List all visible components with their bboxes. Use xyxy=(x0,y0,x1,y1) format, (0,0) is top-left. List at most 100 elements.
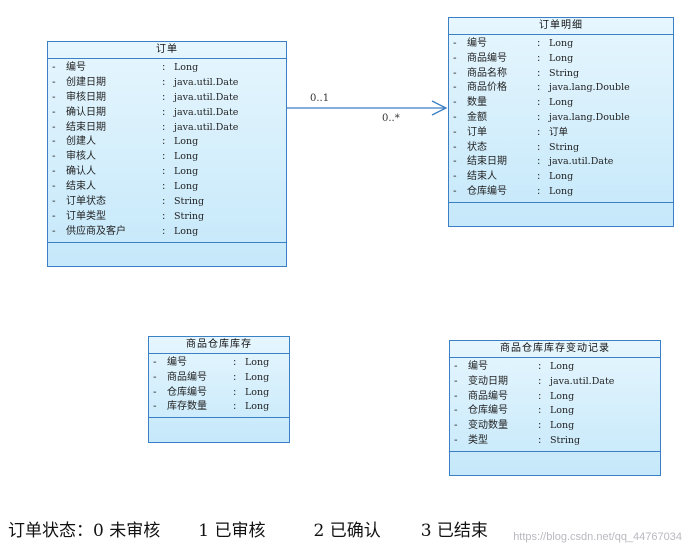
attribute-name: 变动日期 xyxy=(468,375,508,387)
attribute-row: -编号:Long xyxy=(52,61,286,76)
attribute-name: 订单 xyxy=(467,126,487,138)
attribute-type: java.util.Date xyxy=(174,91,239,103)
attribute-name: 确认日期 xyxy=(66,106,106,118)
operation-compartment xyxy=(450,452,660,472)
visibility-marker: - xyxy=(153,357,157,368)
attribute-row: -商品价格:java.lang.Double xyxy=(453,81,673,96)
visibility-marker: - xyxy=(153,386,157,398)
type-separator: : xyxy=(538,390,542,402)
attribute-name: 订单状态 xyxy=(66,196,106,208)
attribute-row: -订单类型:String xyxy=(52,210,286,225)
attribute-name: 数量 xyxy=(467,97,487,109)
attribute-type: Long xyxy=(549,171,574,183)
type-separator: : xyxy=(538,405,542,417)
attribute-type: Long xyxy=(174,62,199,73)
attribute-name: 仓库编号 xyxy=(468,405,508,417)
attribute-compartment: -编号:Long-变动日期:java.util.Date-商品编号:Long-仓… xyxy=(450,358,660,452)
type-separator: : xyxy=(162,151,166,163)
attribute-row: -创建日期:java.util.Date xyxy=(52,76,286,91)
attribute-row: -变动数量:Long xyxy=(454,419,660,434)
visibility-marker: - xyxy=(153,401,157,413)
visibility-marker: - xyxy=(454,361,458,372)
attribute-row: -审核人:Long xyxy=(52,150,286,165)
legend-state: 2 已确认 xyxy=(313,521,381,541)
attribute-type: Long xyxy=(174,136,199,148)
visibility-marker: - xyxy=(453,171,457,183)
type-separator: : xyxy=(162,62,166,73)
attribute-name: 结束日期 xyxy=(467,156,507,168)
visibility-marker: - xyxy=(454,434,458,446)
visibility-marker: - xyxy=(454,405,458,417)
attribute-type: String xyxy=(549,141,580,153)
visibility-marker: - xyxy=(453,156,457,168)
type-separator: : xyxy=(537,67,541,79)
attribute-row: -审核日期:java.util.Date xyxy=(52,91,286,106)
visibility-marker: - xyxy=(52,151,56,163)
type-separator: : xyxy=(162,196,166,208)
attribute-name: 创建人 xyxy=(66,136,96,148)
attribute-name: 仓库编号 xyxy=(467,185,507,197)
operation-compartment xyxy=(149,418,289,438)
type-separator: : xyxy=(162,76,166,88)
type-separator: : xyxy=(537,141,541,153)
attribute-row: -变动日期:java.util.Date xyxy=(454,375,660,390)
visibility-marker: - xyxy=(453,141,457,153)
attribute-compartment: -编号:Long-商品编号:Long-仓库编号:Long-库存数量:Long xyxy=(149,354,289,419)
attribute-row: -类型:String xyxy=(454,434,660,449)
attribute-row: -结束日期:java.util.Date xyxy=(52,121,286,136)
type-separator: : xyxy=(162,106,166,118)
type-separator: : xyxy=(233,357,237,368)
attribute-name: 编号 xyxy=(66,62,86,73)
type-separator: : xyxy=(162,136,166,148)
type-separator: : xyxy=(537,52,541,64)
visibility-marker: - xyxy=(52,210,56,222)
visibility-marker: - xyxy=(52,76,56,88)
attribute-type: String xyxy=(550,434,581,446)
visibility-marker: - xyxy=(453,97,457,109)
attribute-type: Long xyxy=(549,38,574,49)
attribute-type: java.lang.Double xyxy=(549,111,630,123)
attribute-type: java.util.Date xyxy=(550,375,615,387)
type-separator: : xyxy=(233,371,237,383)
class-stock[interactable]: 商品仓库库存 -编号:Long-商品编号:Long-仓库编号:Long-库存数量… xyxy=(148,336,290,443)
class-order-detail[interactable]: 订单明细 -编号:Long-商品编号:Long-商品名称:String-商品价格… xyxy=(448,17,674,227)
legend-label: 订单状态： xyxy=(8,521,93,541)
attribute-name: 审核日期 xyxy=(66,91,106,103)
legend-state: 3 已结束 xyxy=(420,521,488,541)
visibility-marker: - xyxy=(454,375,458,387)
attribute-name: 商品名称 xyxy=(467,67,507,79)
attribute-type: Long xyxy=(174,181,199,193)
attribute-type: Long xyxy=(174,151,199,163)
visibility-marker: - xyxy=(52,91,56,103)
type-separator: : xyxy=(537,111,541,123)
attribute-name: 状态 xyxy=(467,141,487,153)
attribute-type: Long xyxy=(549,185,574,197)
visibility-marker: - xyxy=(453,82,457,94)
class-title: 订单明细 xyxy=(449,18,673,35)
attribute-name: 结束人 xyxy=(66,181,96,193)
type-separator: : xyxy=(162,121,166,133)
attribute-name: 商品编号 xyxy=(468,390,508,402)
type-separator: : xyxy=(162,225,166,237)
attribute-name: 编号 xyxy=(167,357,187,368)
attribute-type: java.util.Date xyxy=(174,121,239,133)
class-stock-change[interactable]: 商品仓库库存变动记录 -编号:Long-变动日期:java.util.Date-… xyxy=(449,340,661,476)
attribute-name: 商品编号 xyxy=(167,371,207,383)
watermark: https://blog.csdn.net/qq_44767034 xyxy=(513,531,682,543)
attribute-row: -商品编号:Long xyxy=(454,390,660,405)
visibility-marker: - xyxy=(52,181,56,193)
visibility-marker: - xyxy=(453,185,457,197)
attribute-compartment: -编号:Long-创建日期:java.util.Date-审核日期:java.u… xyxy=(48,59,286,243)
legend-state: 0 未审核 xyxy=(93,521,161,541)
attribute-name: 商品编号 xyxy=(467,52,507,64)
attribute-row: -数量:Long xyxy=(453,96,673,111)
attribute-type: String xyxy=(174,196,205,208)
type-separator: : xyxy=(162,181,166,193)
attribute-type: Long xyxy=(174,166,199,178)
class-order[interactable]: 订单 -编号:Long-创建日期:java.util.Date-审核日期:jav… xyxy=(47,41,287,267)
attribute-row: -供应商及客户:Long xyxy=(52,225,286,240)
attribute-type: 订单 xyxy=(549,126,569,138)
operation-compartment xyxy=(48,243,286,263)
visibility-marker: - xyxy=(52,225,56,237)
attribute-type: Long xyxy=(550,390,575,402)
